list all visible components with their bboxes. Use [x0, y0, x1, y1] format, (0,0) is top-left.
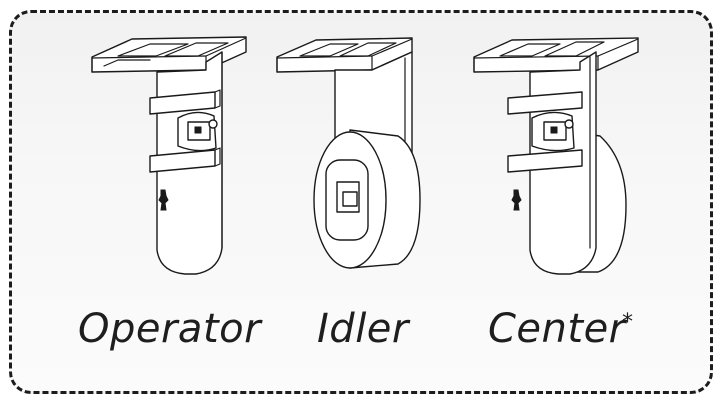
- center-lower-tab: [507, 149, 583, 173]
- operator-screw: [158, 189, 169, 211]
- idler-bracket: [276, 37, 421, 269]
- center-asterisk: *: [622, 310, 633, 335]
- idler-label: Idler: [317, 306, 409, 352]
- center-top-plate: [473, 37, 639, 73]
- center-label: Center: [488, 306, 626, 352]
- center-upper-tab: [507, 91, 583, 115]
- operator-bracket: [91, 36, 247, 275]
- operator-label: Operator: [78, 306, 262, 352]
- center-bracket: [473, 37, 639, 275]
- center-screw: [511, 189, 522, 211]
